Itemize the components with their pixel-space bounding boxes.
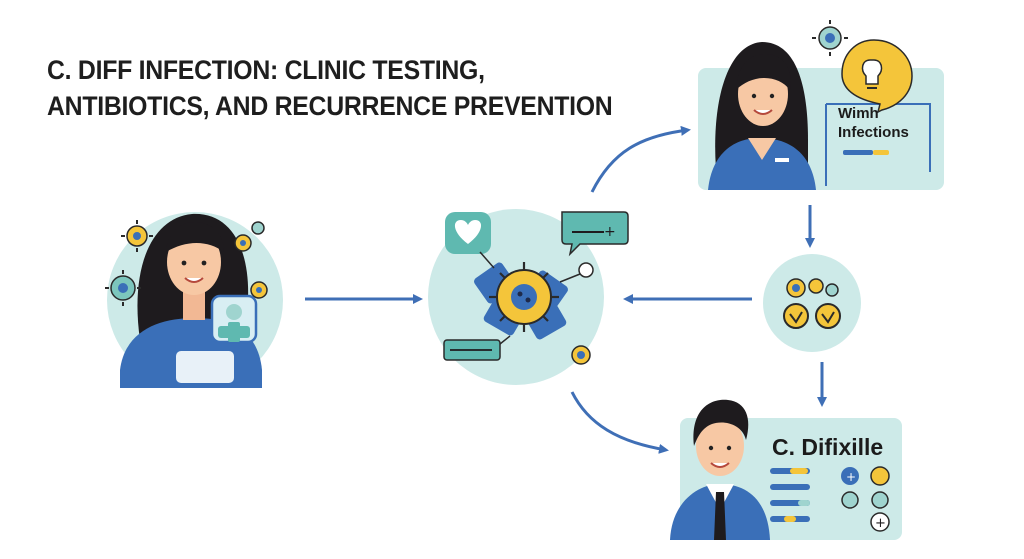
flow-arrow xyxy=(570,391,669,454)
lab-hub-node: + xyxy=(428,209,629,385)
title-line-2: ANTIBIOTICS, AND RECURRENCE PREVENTION xyxy=(47,91,613,121)
svg-text:+: + xyxy=(846,470,856,484)
germ-icon xyxy=(105,270,141,306)
germ-icon xyxy=(234,234,252,252)
nurse-card-label: Wimh Infections xyxy=(838,104,909,142)
svg-text:+: + xyxy=(604,224,616,240)
germ-icon xyxy=(251,221,265,235)
germ-icon xyxy=(812,20,848,56)
lightbulb-icon xyxy=(841,39,913,114)
nurse-card-line-1: Wimh xyxy=(838,105,879,122)
nurse-card-line-2: Infections xyxy=(838,124,909,141)
svg-text:+: + xyxy=(875,516,886,531)
patient-node xyxy=(107,212,283,388)
diagram-title: C. DIFF INFECTION: CLINIC TESTING, ANTIB… xyxy=(47,52,613,124)
doctor-card-label: C. Difixille xyxy=(772,434,884,460)
treatment-node xyxy=(763,254,861,352)
germ-icon xyxy=(250,281,268,299)
flow-arrow xyxy=(590,125,691,193)
germ-icon xyxy=(121,220,153,252)
doctor-card: + + xyxy=(670,399,902,540)
title-line-1: C. DIFF INFECTION: CLINIC TESTING, xyxy=(47,55,485,85)
